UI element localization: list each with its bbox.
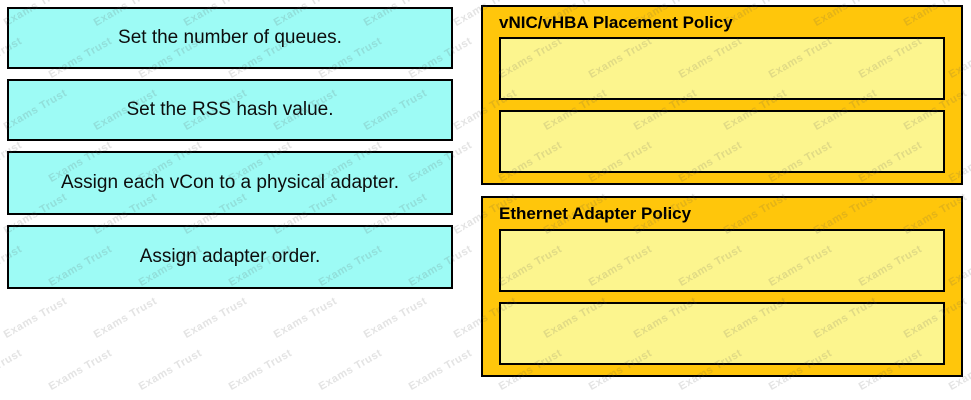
source-item-4[interactable]: Assign adapter order.	[7, 225, 453, 289]
source-item-label: Set the number of queues.	[118, 26, 342, 48]
watermark-text: Exams Trust	[91, 295, 160, 341]
policy-title: vNIC/vHBA Placement Policy	[499, 13, 733, 32]
watermark-text: Exams Trust	[46, 347, 115, 393]
source-item-list: Set the number of queues. Set the RSS ha…	[7, 7, 453, 299]
watermark-text: Exams Trust	[1, 295, 70, 341]
drop-zone[interactable]	[499, 301, 945, 365]
watermark-text: Exams Trust	[406, 347, 475, 393]
watermark-text: Exams Trust	[226, 347, 295, 393]
source-item-1[interactable]: Set the number of queues.	[7, 7, 453, 69]
watermark-text: Exams Trust	[181, 295, 250, 341]
source-item-3[interactable]: Assign each vCon to a physical adapter.	[7, 151, 453, 215]
source-item-2[interactable]: Set the RSS hash value.	[7, 79, 453, 141]
source-item-label: Assign each vCon to a physical adapter.	[61, 171, 399, 193]
drop-zone[interactable]	[499, 110, 945, 174]
source-item-label: Assign adapter order.	[139, 245, 321, 267]
policy-title: Ethernet Adapter Policy	[499, 204, 692, 224]
watermark-text: Exams Trust	[271, 295, 340, 341]
watermark-text: Exams Trust	[136, 347, 205, 393]
drop-zone[interactable]	[499, 228, 945, 292]
target-policy-list: vNIC/vHBA Placement Policy Ethernet Adap…	[481, 5, 963, 377]
watermark-text: Exams Trust	[361, 295, 430, 341]
drop-zone[interactable]	[499, 37, 945, 101]
watermark-text: Exams Trust	[0, 347, 25, 393]
policy-panel-ethernet-adapter: Ethernet Adapter Policy	[481, 196, 963, 377]
watermark-text: Exams Trust	[316, 347, 385, 393]
source-item-label: Set the RSS hash value.	[126, 98, 334, 120]
policy-panel-vnic-vhba-placement: vNIC/vHBA Placement Policy	[481, 5, 963, 186]
